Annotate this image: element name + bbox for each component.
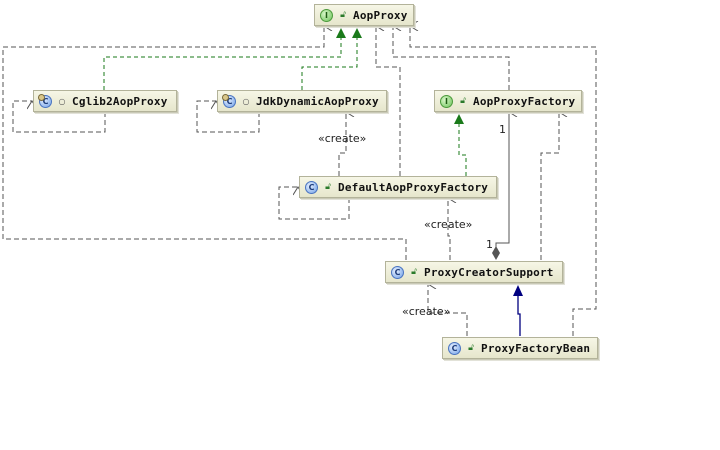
class-name: ProxyFactoryBean [481,341,591,355]
class-node-aopproxy[interactable]: I 🔓︎ AopProxy [314,4,414,26]
public-visibility-icon: 🔓︎ [325,182,331,192]
multiplicity-label-factory: 1 [499,123,506,136]
extends-arrowhead [513,285,523,296]
public-visibility-icon: 🔓︎ [340,10,346,20]
interface-icon: I [320,8,333,22]
class-node-defaultaopproxyfactory[interactable]: C 🔓︎ DefaultAopProxyFactory [299,176,497,198]
class-icon: C [38,93,52,108]
edge-default-depends-aopproxy [376,26,401,176]
edge-default-creates-jdk [338,112,346,176]
class-name: JdkDynamicAopProxy [256,94,379,108]
public-visibility-icon: 🔓︎ [411,267,417,277]
edge-pfb-depends-aopproxy [410,26,597,336]
class-name: AopProxy [353,8,408,22]
implements-arrowhead [454,114,464,124]
edge-default-implements-aopproxyfactory [458,124,467,176]
class-name: ProxyCreatorSupport [424,265,554,279]
class-name: DefaultAopProxyFactory [338,180,489,194]
class-node-cglib2aopproxy[interactable]: C ○ Cglib2AopProxy [33,90,177,112]
edge-cglib2-self [12,101,106,133]
edge-cglib2-implements-aopproxy [103,38,342,90]
edge-aopproxyfactory-depends-aopproxy [393,26,510,90]
class-node-proxyfactorybean[interactable]: C 🔓︎ ProxyFactoryBean [442,337,598,359]
class-icon: C [222,93,236,108]
multiplicity-label-pcs: 1 [486,238,493,251]
edge-jdk-implements-aopproxy [301,38,358,90]
class-icon: C [448,341,461,355]
public-visibility-icon: 🔓︎ [460,96,466,106]
class-name: Cglib2AopProxy [72,94,168,108]
edge-pcs-depends-aopproxy [2,26,407,260]
edge-pcs-depends-aopproxyfactory [540,112,559,260]
implements-arrowhead [336,28,346,38]
edge-pfb-creates-pcs [428,284,468,336]
create-label-jdk: «create» [318,132,367,145]
interface-icon: I [440,94,453,108]
class-node-jdkdynamicaopproxy[interactable]: C ○ JdkDynamicAopProxy [217,90,387,112]
create-label-pcs: «create» [402,305,451,318]
edge-default-self [278,187,350,220]
class-node-aopproxyfactory[interactable]: I 🔓︎ AopProxyFactory [434,90,582,112]
aggregation-diamond [492,246,500,260]
class-name: AopProxyFactory [473,94,576,108]
class-icon: C [391,265,404,279]
implements-arrowhead [352,28,362,38]
package-visibility-icon: ○ [242,96,250,106]
edge-pfb-extends-pcs [517,296,521,336]
public-visibility-icon: 🔓︎ [468,343,474,353]
edge-jdk-self [196,101,260,133]
edge-pcs-creates-default [448,198,450,260]
create-label-default: «create» [424,218,473,231]
class-node-proxycreatorsupport[interactable]: C 🔓︎ ProxyCreatorSupport [385,261,563,283]
package-visibility-icon: ○ [58,96,66,106]
class-icon: C [305,180,318,194]
